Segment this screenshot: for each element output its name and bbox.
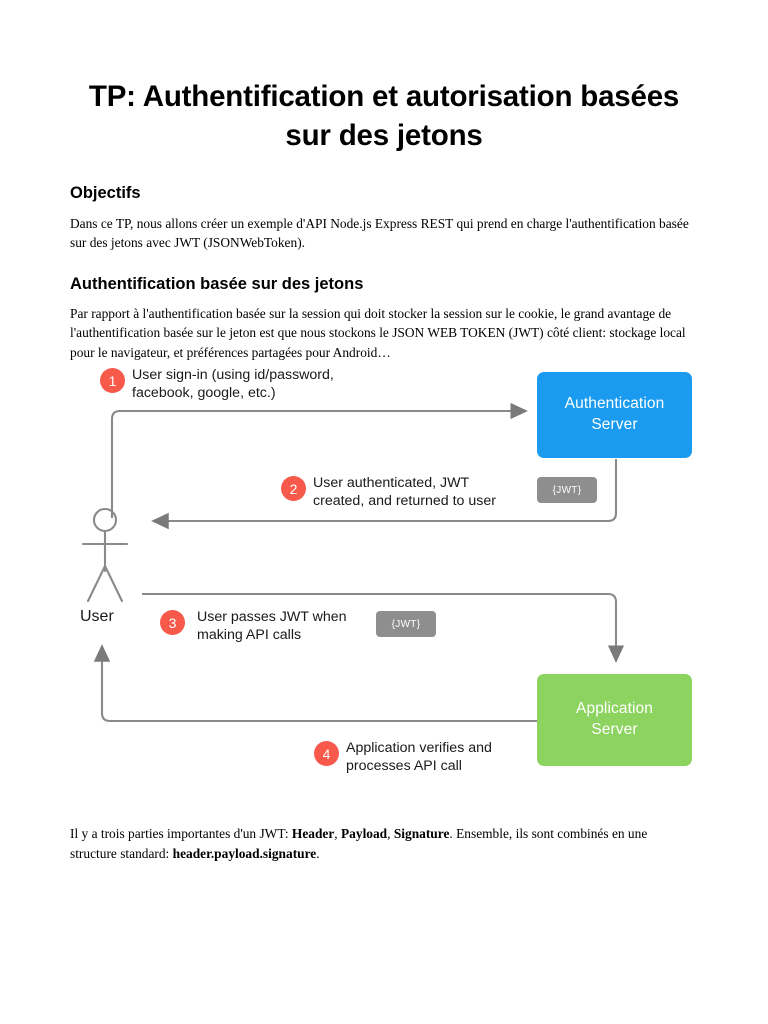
step-label-2: User authenticated, JWT created, and ret… — [313, 475, 496, 510]
node-application-server[interactable]: Application Server — [537, 674, 692, 766]
step-number-1: 1 — [100, 368, 125, 393]
node-authentication-server[interactable]: Authentication Server — [537, 372, 692, 458]
section-heading-token-auth: Authentification basée sur des jetons — [70, 274, 364, 293]
footer-paragraph: Il y a trois parties importantes d'un JW… — [70, 824, 670, 863]
section-paragraph-objectifs: Dans ce TP, nous allons créer un exemple… — [70, 215, 689, 251]
diagram-connectors — [81, 402, 625, 723]
document-text-column: TP: Authentification et autorisation bas… — [70, 78, 698, 362]
step-label-4: Application verifies and processes API c… — [346, 740, 492, 775]
section-heading-objectifs: Objectifs — [70, 183, 141, 202]
step-number-4: 4 — [314, 741, 339, 766]
step-number-3: 3 — [160, 610, 185, 635]
flow-line-1-user-to-auth — [110, 402, 528, 518]
page-title: TP: Authentification et autorisation bas… — [88, 80, 680, 152]
footer-bold-payload: Payload — [341, 826, 388, 841]
flow-line-2-auth-to-user — [151, 459, 618, 530]
step-number-2: 2 — [281, 476, 306, 501]
footer-text-part1: Il y a trois parties importantes d'un JW… — [70, 826, 292, 841]
footer-sep-2: , — [387, 826, 394, 841]
flow-line-4-app-to-user — [93, 644, 537, 723]
footer-bold-signature: Signature — [393, 826, 450, 841]
jwt-flow-diagram: User Authentication Server Application S… — [80, 358, 705, 783]
footer-bold-structure: header.payload.signature — [172, 845, 317, 861]
actor-label-user: User — [80, 608, 114, 625]
stick-figure-icon — [81, 507, 129, 603]
step-label-1: User sign-in (using id/password, faceboo… — [132, 367, 334, 402]
footer-sep-1: , — [334, 826, 341, 841]
footer-bold-header: Header — [291, 826, 335, 841]
jwt-badge-1: {JWT} — [537, 477, 597, 503]
footer-text-part3: . — [316, 845, 320, 861]
footer-text-part2: . Ensemble, ils sont combinés en une str… — [70, 826, 648, 861]
step-label-3: User passes JWT when making API calls — [197, 609, 347, 644]
section-paragraph-token-auth: Par rapport à l'authentification basée s… — [70, 305, 686, 360]
jwt-badge-2: {JWT} — [376, 611, 436, 637]
flow-line-3-user-to-app — [142, 592, 625, 663]
